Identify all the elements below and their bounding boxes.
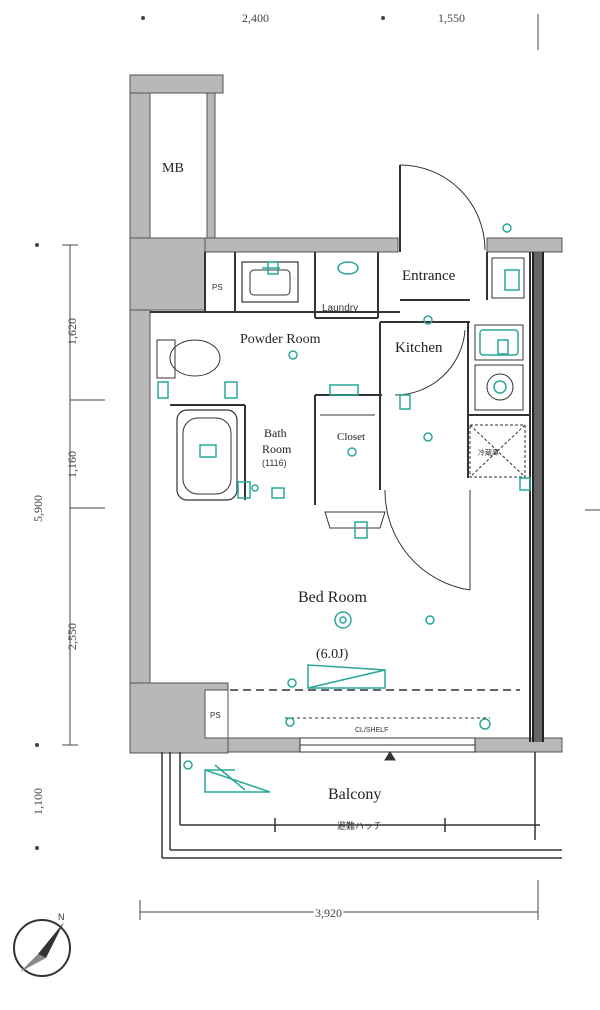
refrigerator-label: 冷蔵庫	[478, 448, 499, 457]
room-label-entrance: Entrance	[402, 268, 456, 284]
dim-left-lower: 2,550	[65, 623, 79, 650]
room-label-closet: Closet	[337, 431, 365, 443]
room-label-powder-room: Powder Room	[240, 332, 321, 347]
room-label-bath-room-1: Bath	[264, 426, 287, 440]
room-label-kitchen: Kitchen	[395, 340, 443, 356]
right-exterior-wall	[532, 252, 544, 742]
room-label-bath-room-2: Room	[262, 442, 292, 456]
svg-text:N: N	[58, 912, 65, 922]
room-label-mb: MB	[162, 161, 184, 176]
room-label-bed-room: Bed Room	[298, 589, 367, 606]
dim-balcony-depth: 1,100	[31, 788, 45, 815]
dim-left-total: 5,900	[31, 495, 45, 522]
room-label-balcony: Balcony	[328, 786, 381, 803]
room-label-bath-room-size: (1116)	[262, 458, 287, 468]
balcony-outline	[161, 752, 562, 859]
dim-top-left: 2,400	[242, 11, 269, 25]
shoe-cabinet	[491, 257, 525, 299]
room-label-ps-upper: PS	[212, 283, 223, 292]
dim-bottom-width: 3,920	[315, 906, 342, 920]
room-label-ps-lower: PS	[210, 711, 221, 720]
bedroom-door-swing	[384, 489, 471, 591]
label-closet-shelf: CL/SHELF	[355, 727, 388, 734]
room-label-laundry: Laundry	[322, 303, 358, 314]
dimension-lines	[35, 14, 600, 920]
room-label-bed-room-size: (6.0J)	[316, 647, 349, 662]
dim-top-right: 1,550	[438, 11, 465, 25]
label-balcony-note: 避難ハッチ	[337, 820, 382, 831]
entrance-door-swing	[399, 164, 486, 251]
ps-lower-shaft	[204, 689, 229, 739]
dim-left-upper: 1,620	[65, 318, 79, 345]
mb-shaft	[149, 92, 208, 239]
north-arrow-icon: N	[13, 912, 71, 977]
interior-partitions	[150, 165, 531, 742]
refrigerator	[469, 424, 526, 478]
dim-left-middle: 1,160	[65, 451, 79, 478]
balcony-window[interactable]	[299, 737, 476, 761]
kitchen-door-swing	[394, 329, 466, 396]
fixtures	[156, 223, 531, 793]
